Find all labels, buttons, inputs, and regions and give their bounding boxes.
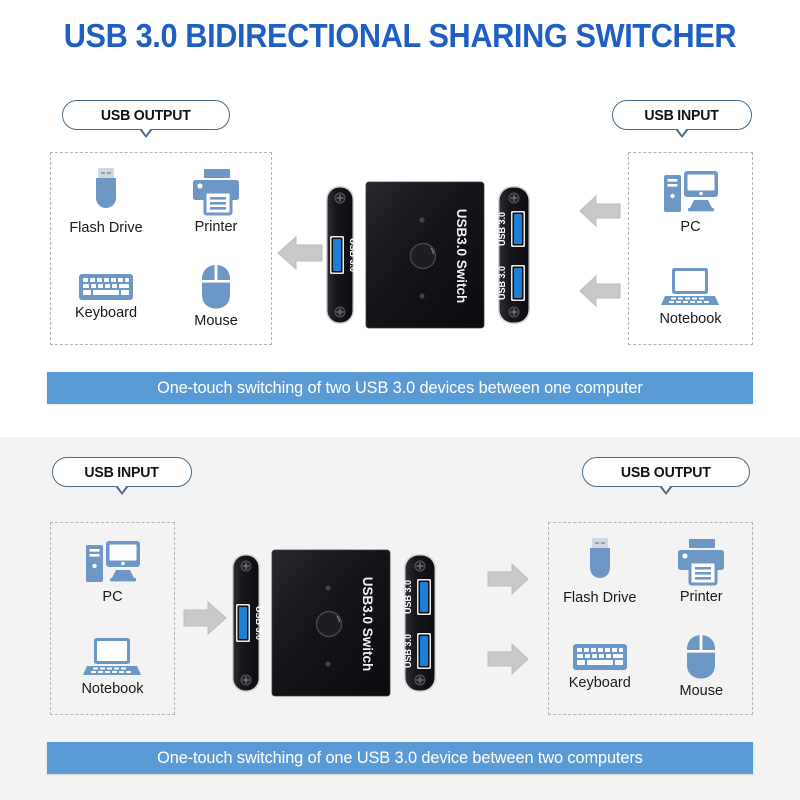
printer-icon — [193, 168, 239, 216]
device-led-bottom — [325, 661, 331, 667]
icon-cell-pc: PC — [83, 537, 143, 605]
caption-bar-bottom: One-touch switching of one USB 3.0 devic… — [47, 742, 753, 774]
flash-drive-icon — [589, 537, 610, 578]
arrow-device-to-output — [276, 232, 324, 279]
device-right-panel: USB 3.0 USB 3.0 — [403, 554, 436, 692]
icon-label: Notebook — [659, 311, 722, 328]
device-switch-button — [315, 610, 343, 638]
icon-cell-flash-drive: Flash Drive — [69, 166, 143, 236]
icon-label: Printer — [194, 218, 238, 235]
icon-label: Notebook — [81, 681, 144, 698]
icon-cell-keyboard: Keyboard — [569, 641, 631, 691]
icon-cell-printer: Printer — [189, 167, 243, 235]
device-right-panel: USB 3.0 USB 3.0 — [497, 186, 530, 324]
notebook-icon — [83, 638, 142, 676]
mouse-icon — [687, 635, 716, 679]
device-led-bottom — [419, 293, 425, 299]
caption-text: One-touch switching of one USB 3.0 devic… — [157, 748, 643, 767]
caption-bar-top: One-touch switching of two USB 3.0 devic… — [47, 372, 753, 404]
callout-usb-output-bottom: USB OUTPUT — [582, 457, 750, 495]
device-body-label: USB3.0 Switch — [454, 209, 469, 304]
icon-cell-mouse: Mouse — [194, 263, 238, 329]
device-left-panel: USB 3.0 — [326, 186, 358, 324]
keyboard-icon — [572, 644, 627, 671]
device-switch-button — [409, 242, 437, 270]
callout-label: USB INPUT — [644, 106, 720, 124]
section-one-device-two-computers — [0, 437, 800, 800]
arrow-device-to-output-bottom — [486, 640, 530, 683]
callout-label: USB INPUT — [84, 463, 160, 481]
icon-label: Keyboard — [568, 675, 631, 692]
callout-label: USB OUTPUT — [101, 106, 191, 124]
callout-usb-output-top: USB OUTPUT — [62, 100, 230, 138]
icon-cell-notebook: Notebook — [659, 265, 722, 328]
panel-usb-input-computers-top: PC — [628, 152, 753, 345]
icon-cell-printer: Printer — [674, 537, 728, 605]
desktop-pc-icon — [85, 540, 140, 582]
usb-switch-device-top: USB 3.0 USB3.0 Switch USB 3.0 — [322, 180, 572, 330]
icon-label: Keyboard — [74, 305, 138, 322]
icon-cell-mouse: Mouse — [679, 633, 723, 699]
device-body-label: USB3.0 Switch — [360, 577, 375, 672]
panel-usb-output-devices-top: Flash Drive Printer — [50, 152, 272, 345]
keyboard-icon — [78, 274, 133, 301]
callout-usb-input-top: USB INPUT — [612, 100, 752, 138]
device-left-port-label: USB 3.0 — [348, 238, 358, 272]
flash-drive-icon — [95, 167, 116, 208]
arrow-computers-to-device — [182, 598, 228, 643]
callout-label: USB OUTPUT — [621, 463, 711, 481]
device-right-port-label-2: USB 3.0 — [497, 266, 507, 300]
icon-cell-notebook: Notebook — [81, 635, 144, 698]
icon-label: Printer — [679, 588, 723, 605]
device-right-port-label-1: USB 3.0 — [403, 580, 413, 614]
device-main-body: USB3.0 Switch — [271, 549, 391, 697]
icon-label: PC — [680, 218, 701, 235]
desktop-pc-icon — [663, 170, 718, 212]
icon-label: Flash Drive — [563, 589, 637, 606]
device-led-top — [325, 585, 331, 591]
arrow-device-to-output-top — [486, 560, 530, 603]
arrow-notebook-to-device — [578, 272, 622, 315]
icon-label: Mouse — [679, 683, 724, 700]
usb-switch-device-bottom: USB 3.0 USB3.0 Switch USB 3.0 US — [228, 548, 478, 698]
callout-usb-input-bottom: USB INPUT — [52, 457, 192, 495]
printer-icon — [678, 538, 725, 586]
page-title: USB 3.0 BIDIRECTIONAL SHARING SWITCHER — [63, 17, 737, 54]
device-led-top — [419, 217, 425, 223]
arrow-pc-to-device — [578, 192, 622, 235]
icon-label: Flash Drive — [69, 219, 143, 236]
device-main-body: USB3.0 Switch — [365, 181, 485, 329]
device-left-panel: USB 3.0 — [232, 554, 264, 692]
panel-usb-input-computers-bottom: PC — [50, 522, 175, 715]
icon-label: PC — [102, 588, 123, 605]
icon-cell-pc: PC — [661, 167, 721, 235]
icon-label: Mouse — [194, 313, 238, 330]
caption-text: One-touch switching of two USB 3.0 devic… — [157, 378, 643, 397]
icon-cell-keyboard: Keyboard — [75, 271, 137, 321]
panel-usb-output-devices-bottom: Flash Drive Printer — [548, 522, 753, 715]
device-left-port-label: USB 3.0 — [254, 606, 264, 640]
device-right-port-label-1: USB 3.0 — [497, 212, 507, 246]
device-right-port-label-2: USB 3.0 — [403, 634, 413, 668]
icon-cell-flash-drive: Flash Drive — [563, 536, 636, 606]
mouse-icon — [202, 265, 230, 309]
notebook-icon — [661, 268, 720, 306]
